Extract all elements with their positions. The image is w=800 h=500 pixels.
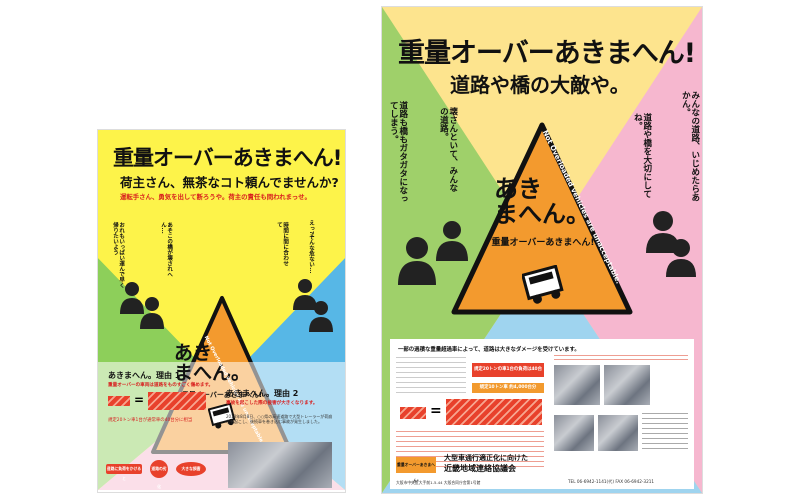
left-triangle-sub: 重量オーバーあきまへん! <box>181 391 263 399</box>
poster-right: 重量オーバーあきまへん! 道路や橋の大敵や。 道路も橋もガタガタになってしまう。… <box>382 7 702 493</box>
right-footer-org-1: 大型車通行適正化に向けた <box>444 454 528 462</box>
left-triangle-main: あき まへん。 <box>174 342 251 384</box>
left-reason2-title: あきまへん。理由 2 <box>226 389 299 398</box>
truck-icon <box>208 402 236 429</box>
left-speech-1: おれもいっぱい運んで早く帰りたいよう <box>112 222 125 288</box>
left-reason1-body: 規定20トン車1台が通常車の40台分に相当 <box>108 418 193 423</box>
person-icon <box>120 282 144 314</box>
person-icon <box>293 279 317 310</box>
right-triangle-sub: 重量オーバーあきまへん! <box>491 238 595 248</box>
person-icon <box>666 239 696 277</box>
left-subheadline: 荷主さん、無茶なコト頼んでませんか? <box>120 175 339 190</box>
poster-left: 重量オーバーあきまへん! 荷主さん、無茶なコト頼んでませんか? 運転手さん、勇気… <box>98 130 345 492</box>
right-voice-2: 壊さんといて、みんなの道路。 <box>438 107 458 192</box>
left-reason1-lead: 重量オーバーの車両は道路をものすごく傷めます。 <box>108 383 214 388</box>
truck-icon <box>522 265 564 304</box>
right-footer-badge: 重量オーバーあきまへん! <box>396 457 436 483</box>
right-truck-box-2: 規定10トン車 約4,000台分 <box>472 383 544 393</box>
right-col-text <box>396 357 466 397</box>
right-photo-4 <box>598 415 638 451</box>
right-voice-4: 道路や橋を大切にしてね。 <box>632 113 652 198</box>
person-icon <box>309 301 333 332</box>
right-lead: 一部の過積な重量超過車によって、道路は大きなダメージを受けています。 <box>398 347 580 353</box>
left-speech-2: あそこの橋が壊されへん... <box>160 222 173 277</box>
left-truck-bar-1 <box>108 396 130 406</box>
left-headline: 重量オーバーあきまへん! <box>113 146 342 170</box>
left-reason2-lead: 事故を起こした際の被害が大きくなります。 <box>226 401 318 406</box>
right-subheadline: 道路や橋の大敵や。 <box>450 73 630 97</box>
right-triangle-main: あき まへん。 <box>494 175 590 229</box>
right-photo-caption <box>554 355 688 363</box>
left-reason2-body: 2018年8月8日、○○県の高速道路で大型トレーラーが荷崩れを起こし、後続車を巻… <box>226 414 333 425</box>
right-truck-bar-1 <box>400 407 426 419</box>
right-photo-text <box>642 413 688 453</box>
left-speech-4: えっ?そんな危ない... <box>308 220 315 274</box>
left-speech-3: 時間に間に合わせて <box>276 222 289 266</box>
right-truck-bar-2 <box>446 399 542 425</box>
person-icon <box>646 211 680 253</box>
left-flow-2: 道路の劣化 <box>150 460 168 489</box>
left-tagline: 運転手さん、勇気を出して断ろうや。荷主の責任も問われまっせ。 <box>120 193 311 201</box>
right-voice-3: みんなの道路、いじめたらあかん。 <box>680 91 700 202</box>
right-photo-1 <box>554 365 600 405</box>
person-icon <box>398 237 436 285</box>
left-flow-3: 大きな損害 <box>176 462 206 476</box>
right-footer-contact: TEL 06-6942-1141(代) FAX 06-6942-3211 <box>568 479 655 484</box>
right-photo-3 <box>554 415 594 451</box>
left-flow-1: 道路に負荷をかけると <box>106 464 142 481</box>
right-voice-1: 道路も橋もガタガタになってしまう。 <box>388 101 408 203</box>
right-truck-box-1: 規定20トンの車1台の負荷は40台分 <box>472 363 544 386</box>
left-equals: = <box>134 393 145 407</box>
person-icon <box>140 297 164 329</box>
right-equals: = <box>430 403 442 419</box>
right-photo-2 <box>604 365 650 405</box>
right-footer-org-2: 近畿地域連絡協議会 <box>444 464 516 473</box>
right-headline: 重量オーバーあきまへん! <box>398 38 696 69</box>
right-photo-column <box>554 355 688 473</box>
left-reason1-title: あきまへん。理由 1 <box>108 371 181 380</box>
left-accident-photo <box>228 442 332 488</box>
right-footer-address: 大阪市中央区大手前1-5-44 大阪合同庁舎第1号館 <box>396 480 481 485</box>
person-icon <box>436 221 468 261</box>
left-truck-bar-2 <box>148 392 206 410</box>
